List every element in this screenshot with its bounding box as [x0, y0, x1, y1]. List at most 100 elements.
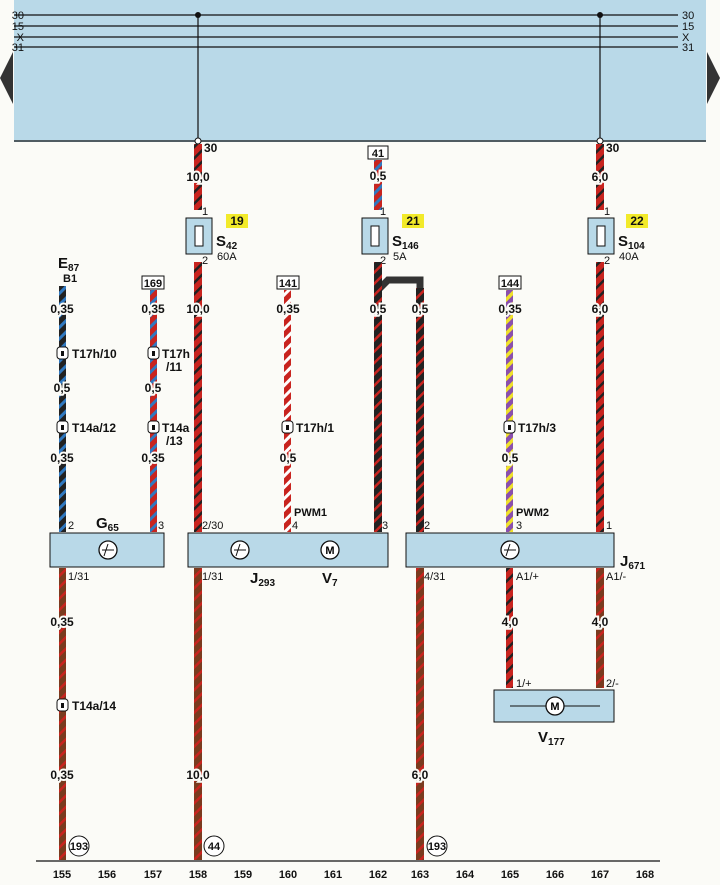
wire-157-c: 0,35: [141, 451, 165, 465]
pin-b1: B1: [63, 273, 77, 285]
wire-160-top: [284, 290, 291, 532]
sensor-j293-icon: [230, 540, 250, 560]
pin-g65-131: 1/31: [68, 571, 89, 583]
rail-label-right-31: 31: [682, 42, 694, 54]
fuse-s42-tag: 19: [230, 214, 244, 228]
component-j293: J293: [250, 570, 275, 589]
ground-ref-155-label: 193: [70, 841, 88, 853]
next-page-arrow-icon[interactable]: [707, 52, 720, 104]
rail-label-left-x: X: [17, 32, 25, 44]
wire-158-mid-size: 10,0: [186, 302, 210, 316]
fuse-s42-name: S42: [216, 233, 238, 252]
component-e87: E87: [58, 255, 80, 274]
rail-tap-158: [194, 137, 202, 145]
wire-165-c: 4,0: [502, 615, 519, 629]
wire-167-top: [596, 144, 604, 210]
rail-label-right-30: 30: [682, 10, 694, 22]
motor-v177-icon: M: [545, 696, 565, 716]
ref-box-41: [367, 145, 389, 160]
pin-j671-431: 4/31: [424, 571, 445, 583]
ground-ref-163: [426, 835, 448, 857]
fuse-s146-name: S146: [392, 233, 419, 252]
module-j293: [187, 532, 389, 568]
wire-162-top-size: 0,5: [370, 169, 387, 183]
wire-163-mid-size: 0,5: [412, 302, 429, 316]
wire-167-bot-size: 4,0: [592, 615, 609, 629]
wire-157-top: [150, 290, 157, 532]
component-v7: V7: [322, 570, 338, 589]
pin-j293-3: 3: [382, 520, 388, 532]
rail-tap-label-158: 30: [204, 141, 218, 155]
fuse-s146-element-icon: [370, 225, 380, 247]
wire-162-top: [374, 160, 382, 210]
wire-158-mid: [194, 262, 202, 532]
rail-label-left-31: 31: [12, 42, 24, 54]
fuse-s104-name: S104: [618, 233, 645, 252]
wire-167-top-size: 6,0: [592, 170, 609, 184]
ground-ref-163-label: 193: [428, 841, 446, 853]
prev-page-arrow-icon[interactable]: [0, 52, 13, 104]
fuse-s42-pin2: 2: [202, 255, 208, 267]
column-163: 163: [411, 869, 429, 881]
wire-155-b: 0,5: [54, 381, 71, 395]
supply-rail-panel: [14, 0, 706, 142]
wire-157-b: 0,5: [145, 381, 162, 395]
wire-155-a: 0,35: [50, 302, 74, 316]
pin-pwm2: PWM2: [516, 507, 549, 519]
wire-158-top-size: 10,0: [186, 170, 210, 184]
connector-t14a12: T14a/12: [72, 421, 116, 435]
rail-label-right-15: 15: [682, 21, 694, 33]
ref-box-41-label: 41: [372, 148, 384, 160]
connector-t17h11-icon: [147, 346, 160, 360]
fuse-s42-pin1: 1: [202, 206, 208, 218]
rail-tap-167: [596, 137, 604, 145]
ref-box-144: [498, 275, 522, 290]
pin-j293-230: 2/30: [202, 520, 223, 532]
wire-165-top: [506, 290, 513, 532]
wire-165-bot: [506, 568, 513, 688]
column-167: 167: [591, 869, 609, 881]
wire-162-split: [375, 276, 424, 293]
fuse-s42-tag-highlight: [226, 214, 248, 228]
connector-t17h11-suffix: /11: [166, 360, 182, 374]
connector-t14a12-icon: [56, 420, 69, 434]
wire-158-bot-size: 10,0: [186, 768, 210, 782]
column-numbers: 155 156 157 158 159 160 161 162 163 164 …: [53, 869, 654, 881]
ref-box-169-label: 169: [144, 278, 162, 290]
fuse-s146-pin2: 2: [380, 255, 386, 267]
column-156: 156: [98, 869, 116, 881]
pin-v177-1p: 1/+: [516, 678, 532, 690]
column-157: 157: [144, 869, 162, 881]
connector-t14a13-icon: [147, 420, 160, 434]
fuse-s104-tag: 22: [630, 214, 644, 228]
fuse-s146-tag: 21: [406, 214, 420, 228]
fuse-s104-element-icon: [596, 225, 606, 247]
wire-155-c: 0,35: [50, 451, 74, 465]
column-160: 160: [279, 869, 297, 881]
wire-157-a: 0,35: [141, 302, 165, 316]
ref-box-141: [276, 275, 300, 290]
column-159: 159: [234, 869, 252, 881]
wire-160-a: 0,35: [276, 302, 300, 316]
svg-text:M: M: [325, 545, 334, 557]
component-j671: J671: [620, 553, 645, 572]
pin-pwm1: PWM1: [294, 507, 327, 519]
pin-g65-3: 3: [158, 520, 164, 532]
connector-t14a13-suffix: /13: [166, 434, 183, 448]
ref-box-141-label: 141: [279, 278, 297, 290]
fuse-s104-tag-highlight: [626, 214, 648, 228]
sensor-g65-icon: [98, 540, 118, 560]
column-168: 168: [636, 869, 654, 881]
pin-j671-1: 1: [606, 520, 612, 532]
component-g65: G65: [96, 515, 119, 534]
motor-v7-icon: M: [320, 540, 340, 560]
column-164: 164: [456, 869, 475, 881]
ground-ref-155: [68, 835, 90, 857]
connector-t14a14: T14a/14: [72, 699, 116, 713]
pin-j671-a1m: A1/-: [606, 571, 627, 583]
fuse-s104-pin2: 2: [604, 255, 610, 267]
wire-165-b: 0,5: [502, 451, 519, 465]
wire-165-a: 0,35: [498, 302, 522, 316]
sensor-j671-icon: [500, 540, 520, 560]
pin-j293-4: 4: [292, 520, 298, 532]
